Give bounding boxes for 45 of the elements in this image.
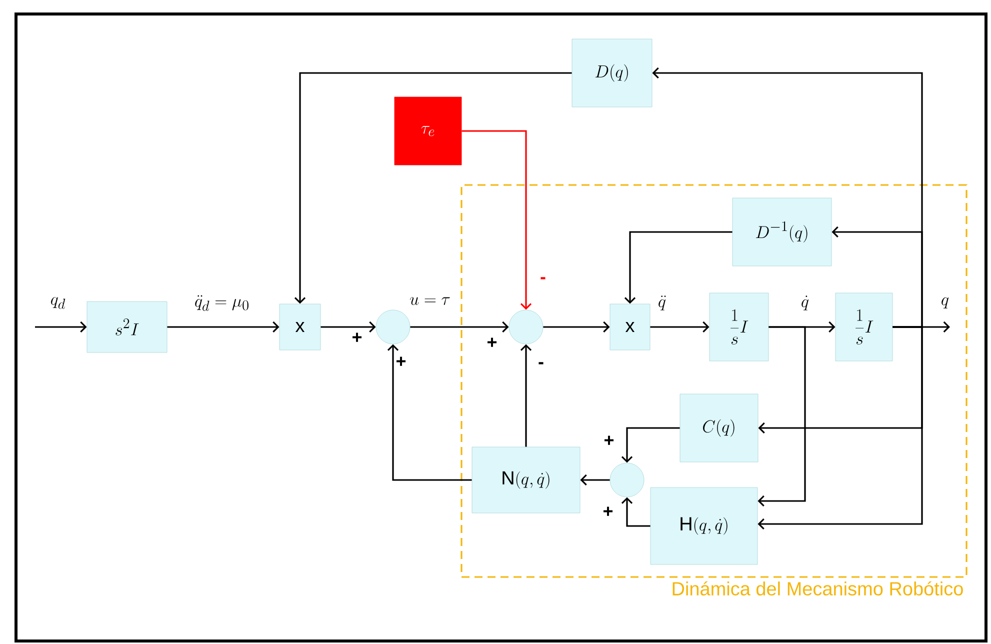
block-box: x bbox=[610, 304, 650, 350]
edge-label: $\dot{q}$ bbox=[800, 294, 810, 312]
node-label: Dinámica del Mecanismo Robótico bbox=[672, 581, 963, 596]
edge-label: $q$ bbox=[940, 296, 950, 310]
sign-label: + bbox=[604, 436, 614, 445]
disturbance-box: $\tau_e$ bbox=[394, 96, 462, 166]
block-box: $\frac{1}{s} I$ bbox=[835, 292, 893, 362]
arrow bbox=[410, 321, 509, 333]
arrow bbox=[387, 344, 472, 481]
block-box: $C(q)$ bbox=[680, 394, 758, 462]
arrow bbox=[650, 321, 710, 333]
block-box: $\mathrm{N}(q, \dot{q})$ bbox=[472, 446, 580, 514]
arrow bbox=[832, 226, 923, 328]
arrow bbox=[520, 344, 532, 447]
arrow bbox=[758, 326, 806, 507]
sign-label: + bbox=[352, 332, 362, 342]
block-box: x bbox=[279, 304, 321, 350]
summing-junction bbox=[376, 310, 410, 344]
arrow bbox=[758, 326, 923, 530]
sign-label: - bbox=[540, 277, 546, 280]
sign-label: + bbox=[604, 506, 613, 516]
block-box: $\mathrm{H}(q, \dot{q})$ bbox=[650, 487, 758, 565]
summing-junction bbox=[508, 310, 544, 344]
block-box: $\frac{1}{s} I$ bbox=[709, 292, 769, 362]
arrow bbox=[543, 321, 610, 333]
sign-label: + bbox=[396, 356, 406, 366]
arrow bbox=[320, 321, 376, 333]
arrow bbox=[621, 427, 680, 463]
summing-junction bbox=[610, 462, 644, 498]
arrow bbox=[580, 474, 610, 486]
edge-label: $u = \tau$ bbox=[408, 296, 452, 306]
block-box: $D^{-1}(q)$ bbox=[732, 198, 832, 266]
arrow bbox=[167, 321, 280, 333]
arrow bbox=[624, 231, 732, 304]
sign-label: + bbox=[488, 338, 497, 347]
arrow bbox=[294, 72, 572, 304]
arrow bbox=[621, 497, 650, 527]
edge-label: $q_d$ bbox=[49, 296, 67, 310]
arrow bbox=[462, 130, 532, 310]
edge-label: $\ddot{q}$ bbox=[656, 294, 668, 312]
arrow bbox=[35, 321, 87, 333]
block-box: $D(q)$ bbox=[572, 38, 652, 108]
sign-label: - bbox=[538, 362, 544, 364]
block-box: $s^2 I$ bbox=[86, 301, 168, 353]
edge-label: $\ddot{q}_d = \mu_0$ bbox=[193, 294, 251, 312]
